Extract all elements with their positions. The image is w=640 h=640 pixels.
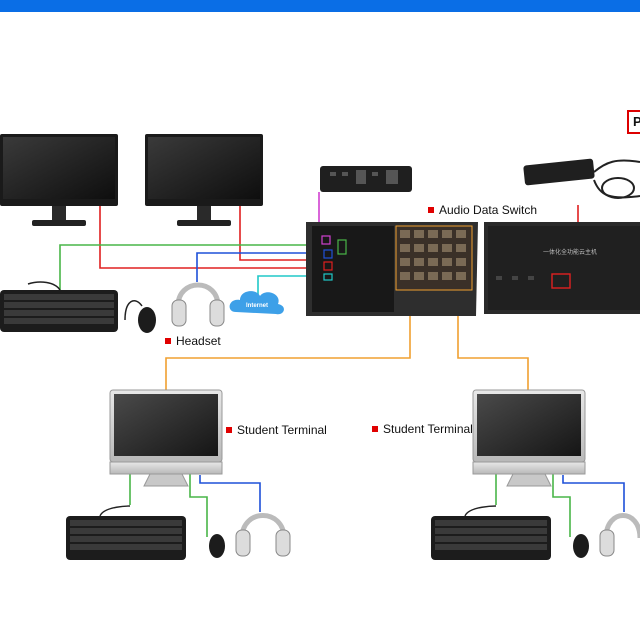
cable-green-keyboard (59, 244, 340, 290)
audio-data-switch (306, 222, 478, 316)
label-marker (372, 426, 378, 432)
label-student-terminal-left: Student Terminal (226, 423, 327, 437)
mouse-icon (124, 300, 156, 333)
mouse-icon (209, 534, 225, 558)
cable-red-monitor-right (239, 205, 318, 261)
server-unit: 一体化全功能云主机 (484, 222, 640, 314)
label-marker (165, 338, 171, 344)
label-text: Headset (176, 334, 221, 348)
mouse-icon (573, 534, 589, 558)
internet-label: Internet (246, 303, 268, 309)
server-label: 一体化全功能云主机 (543, 248, 597, 256)
keyboard-icon (66, 505, 186, 560)
label-pc-partial: P (627, 110, 640, 134)
power-adapter-icon (523, 158, 640, 199)
label-marker (428, 207, 434, 213)
label-text: Student Terminal (237, 423, 327, 437)
label-student-terminal-right: Student Terminal (372, 422, 473, 436)
monitor-icon (109, 389, 223, 487)
monitor-icon (472, 389, 586, 487)
cable-red-monitor-left (99, 205, 318, 269)
headset-icon (235, 513, 291, 557)
monitor-icon (0, 134, 118, 226)
headset-icon (171, 282, 225, 327)
cable-orange-left (165, 290, 411, 390)
cable-blue-terminal-l (199, 475, 261, 512)
label-audio-data-switch: Audio Data Switch (428, 203, 537, 217)
label-text: Student Terminal (383, 422, 473, 436)
cable-green-terminal-r2 (552, 473, 571, 537)
cloud-icon: Internet (229, 291, 284, 315)
headset-icon (599, 513, 640, 557)
top-accent-bar (0, 0, 640, 12)
remote-icon (320, 166, 412, 192)
cable-cyan-internet (257, 275, 322, 296)
label-text: Audio Data Switch (439, 203, 538, 217)
cable-blue-headset (196, 252, 320, 282)
cable-green-terminal-l2 (189, 473, 208, 537)
monitor-icon (145, 134, 263, 226)
cable-orange-right (457, 290, 529, 390)
label-marker (226, 427, 232, 433)
cable-blue-terminal-r (562, 475, 625, 512)
keyboard-icon (0, 281, 118, 332)
label-headset: Headset (165, 334, 221, 348)
keyboard-icon (431, 505, 551, 560)
